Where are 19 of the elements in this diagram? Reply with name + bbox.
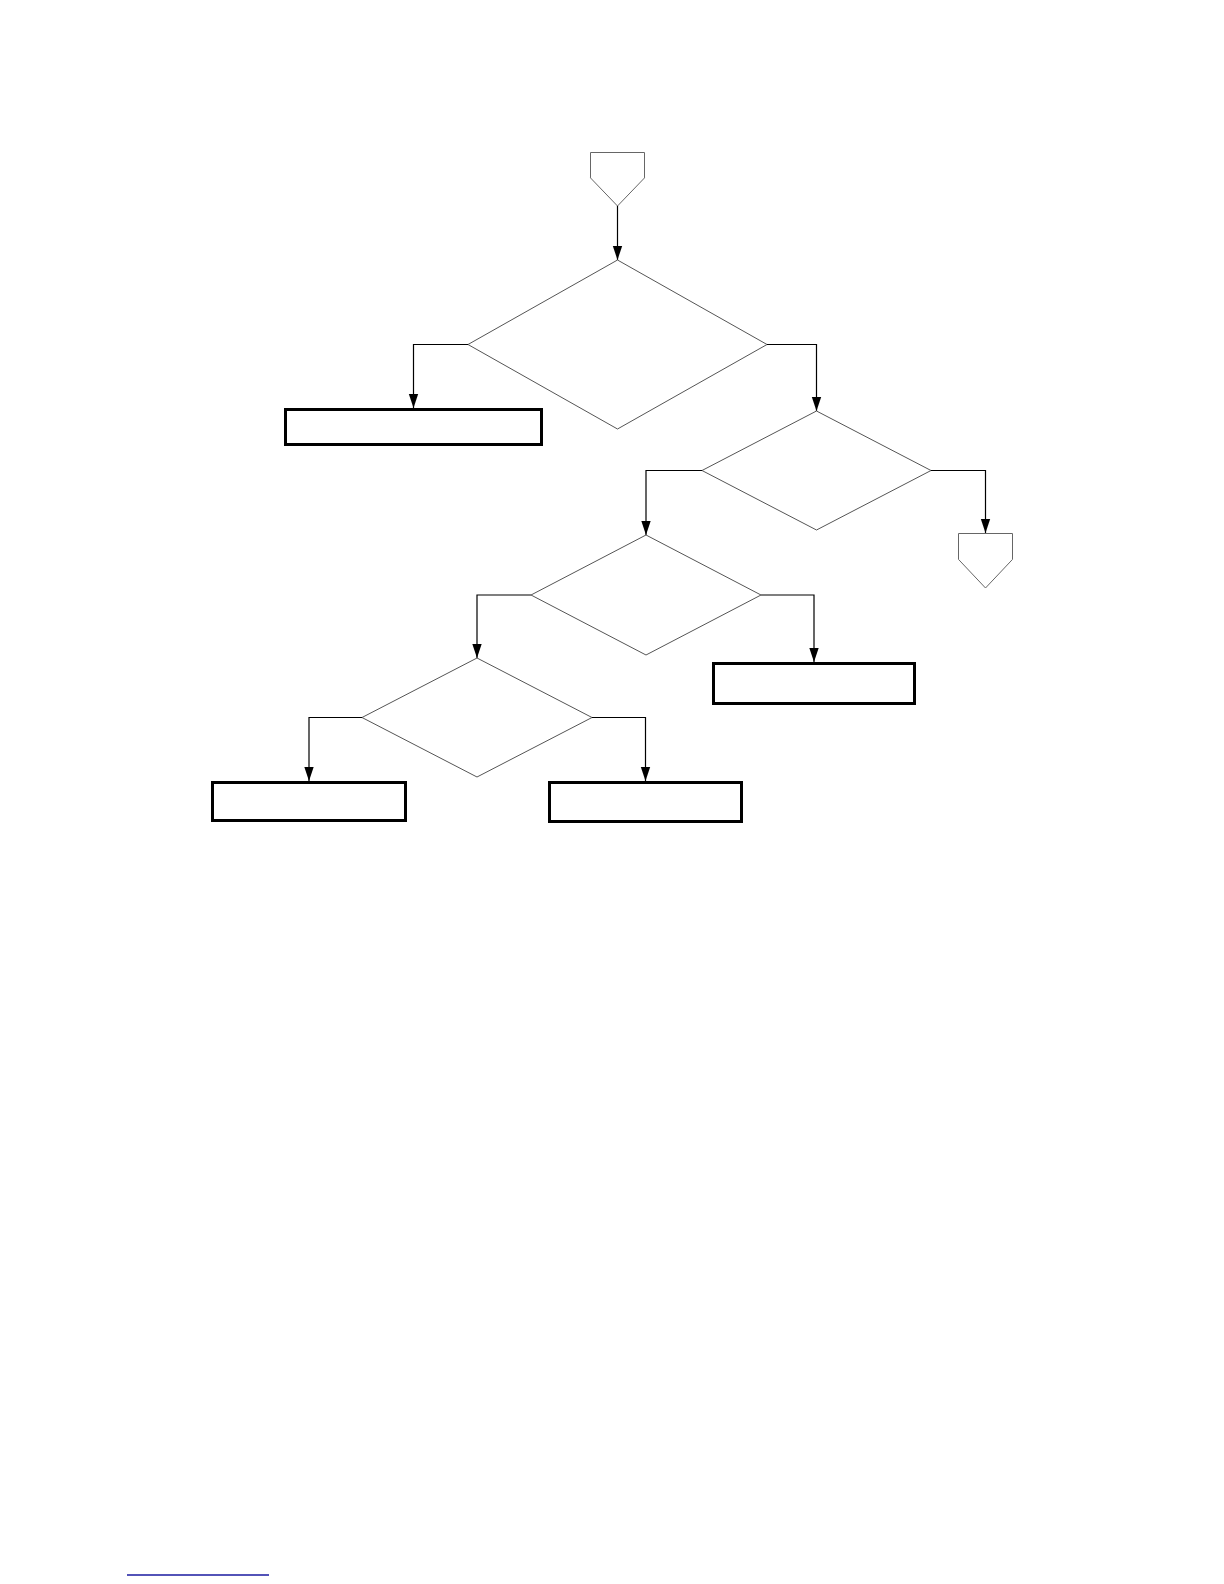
process-box [712, 662, 916, 705]
arrow [641, 469, 703, 536]
arrow [766, 343, 822, 412]
decision-diamond [468, 260, 767, 429]
off-page-connector [590, 152, 645, 206]
arrow [304, 716, 363, 782]
decision-diamond [531, 535, 761, 655]
decision-diamond [702, 411, 931, 530]
off-page-connector [958, 533, 1013, 588]
arrow [612, 205, 623, 261]
arrow [591, 716, 651, 782]
arrow [408, 343, 469, 409]
arrow [930, 469, 991, 534]
process-box [284, 408, 543, 446]
arrow [760, 594, 819, 663]
process-box [211, 781, 407, 822]
decision-diamond [362, 658, 592, 777]
process-box [548, 781, 743, 823]
arrow [472, 594, 532, 659]
